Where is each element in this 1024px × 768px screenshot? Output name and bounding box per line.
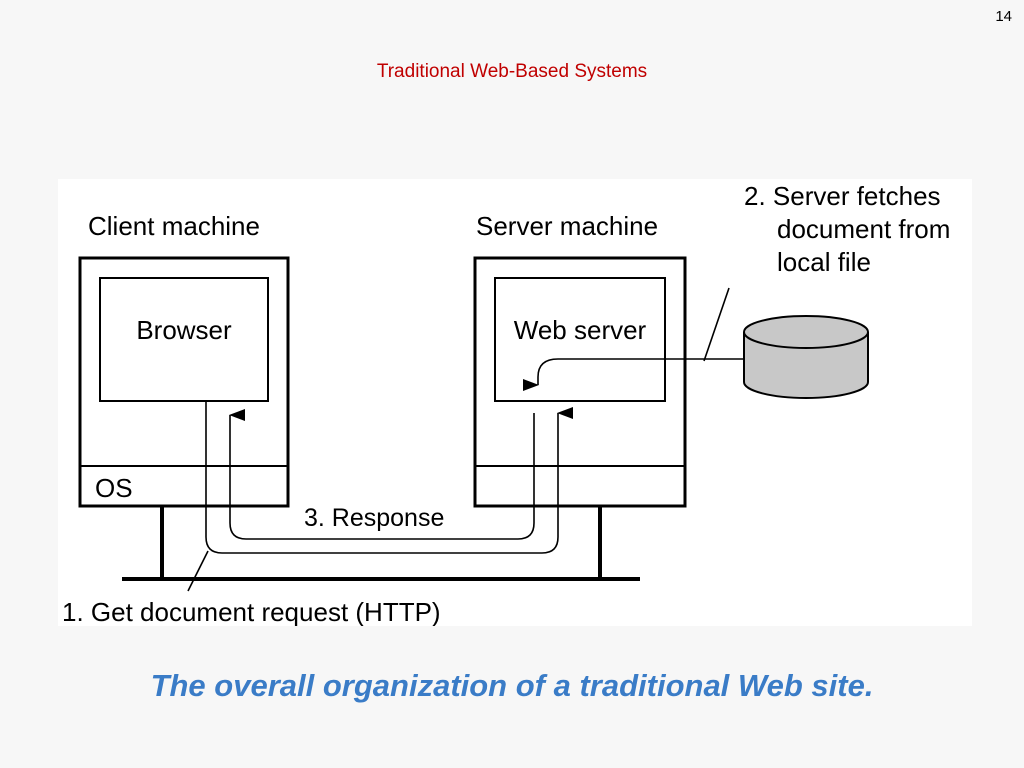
figure-caption: The overall organization of a traditiona… bbox=[150, 668, 874, 703]
browser-box bbox=[99, 277, 269, 402]
client-machine-label: Client machine bbox=[88, 211, 260, 241]
client-os-label: OS bbox=[95, 473, 133, 503]
fetch-label-line-1: 2. Server fetches bbox=[744, 181, 941, 211]
request-leader-line bbox=[187, 550, 209, 592]
slide-title: Traditional Web-Based Systems bbox=[376, 61, 648, 82]
server-machine-label: Server machine bbox=[476, 211, 658, 241]
request-arrow bbox=[205, 401, 573, 554]
fetch-label-line-3: local file bbox=[777, 247, 871, 277]
web-organization-diagram: Client machine OS Browser Server machine… bbox=[58, 179, 972, 626]
page-number: 14 bbox=[995, 8, 1012, 25]
browser-label: Browser bbox=[136, 315, 232, 345]
server-machine-box bbox=[473, 256, 687, 508]
web-server-box bbox=[494, 277, 666, 402]
web-server-label: Web server bbox=[514, 315, 647, 345]
file-fetch-arrow bbox=[523, 358, 744, 391]
response-label: 3. Response bbox=[304, 504, 444, 532]
fetch-label-line-2: document from bbox=[777, 214, 950, 244]
client-machine-box bbox=[78, 256, 290, 508]
request-label: 1. Get document request (HTTP) bbox=[62, 597, 441, 626]
response-arrow bbox=[229, 409, 535, 540]
local-disk-icon bbox=[743, 315, 869, 399]
diagram-canvas: Client machine OS Browser Server machine… bbox=[62, 181, 950, 626]
fetch-leader-line bbox=[703, 287, 730, 362]
